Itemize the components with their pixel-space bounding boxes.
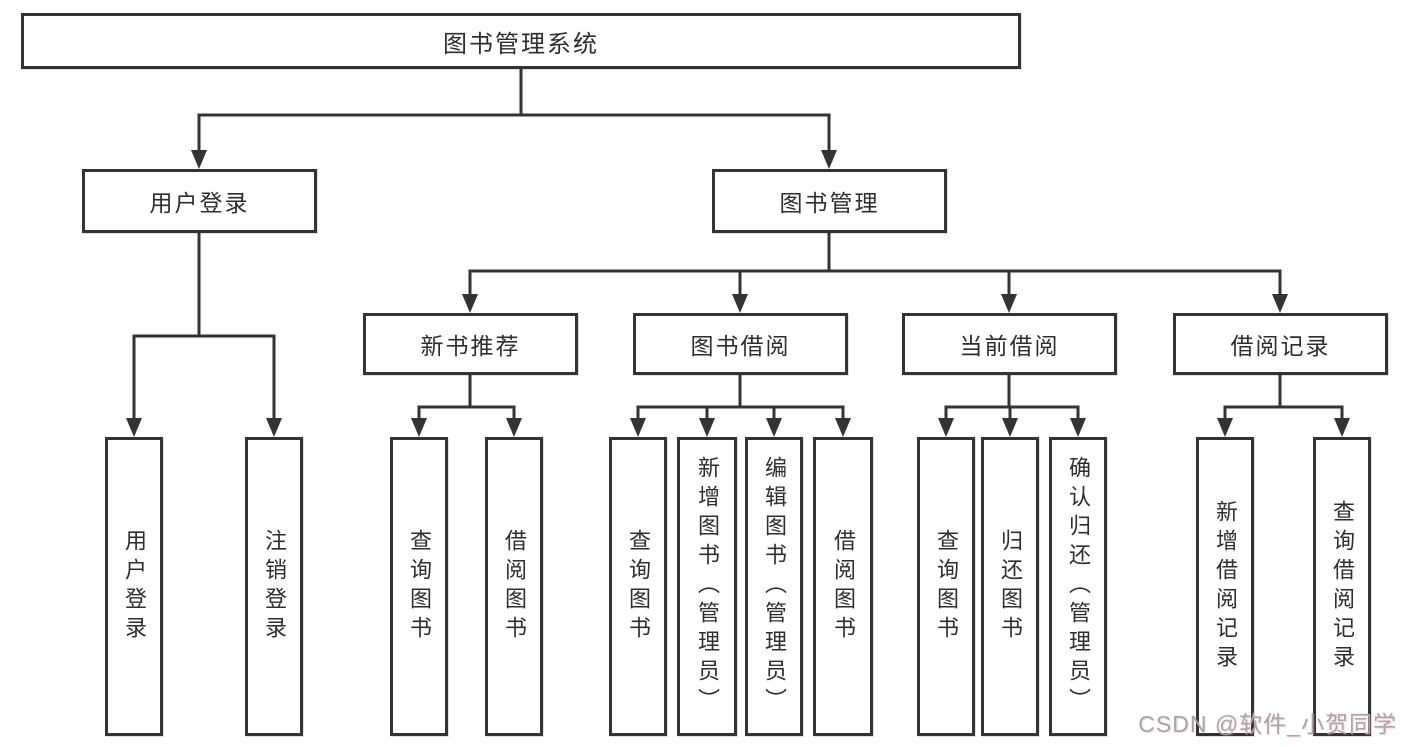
node-current-borrowing: 当前借阅 xyxy=(902,313,1117,375)
leaf-confirm-return-admin-label: 确认归还（管理员） xyxy=(1066,456,1091,717)
arrowhead xyxy=(411,418,427,437)
node-borrow-records: 借阅记录 xyxy=(1173,313,1388,375)
leaf-add-book-admin-label: 新增图书（管理员） xyxy=(695,456,720,717)
node-root: 图书管理系统 xyxy=(21,13,1021,69)
arrowhead xyxy=(506,418,522,437)
node-current-borrowing-label: 当前借阅 xyxy=(959,333,1060,359)
arrowheads xyxy=(126,150,1350,437)
node-book-borrowing-label: 图书借阅 xyxy=(690,333,791,359)
arrowhead xyxy=(766,418,782,437)
node-borrow-records-label: 借阅记录 xyxy=(1230,333,1331,359)
arrowhead xyxy=(699,418,715,437)
arrowhead xyxy=(835,418,851,437)
arrowhead xyxy=(1272,294,1288,313)
connector-paths xyxy=(132,67,1344,422)
leaf-query-books-borrowing: 查询图书 xyxy=(609,437,667,736)
leaf-return-books-label: 归还图书 xyxy=(998,528,1023,645)
leaf-query-borrow-record-label: 查询借阅记录 xyxy=(1330,499,1355,674)
arrowhead xyxy=(630,418,646,437)
node-user-login: 用户登录 xyxy=(82,169,317,233)
node-new-book-recommend: 新书推荐 xyxy=(363,313,578,375)
arrowhead xyxy=(1070,418,1086,437)
arrowhead xyxy=(938,418,954,437)
arrowhead xyxy=(126,418,142,437)
leaf-borrow-books-recommend-label: 借阅图书 xyxy=(502,528,527,645)
node-book-management-label: 图书管理 xyxy=(779,190,880,216)
node-user-login-label: 用户登录 xyxy=(149,190,250,216)
leaf-borrow-books-borrowing-label: 借阅图书 xyxy=(831,528,856,645)
leaf-borrow-books-recommend: 借阅图书 xyxy=(485,437,543,736)
arrowhead xyxy=(821,150,837,169)
node-new-book-recommend-label: 新书推荐 xyxy=(420,333,521,359)
arrowhead xyxy=(266,418,282,437)
node-book-management: 图书管理 xyxy=(712,169,947,233)
leaf-edit-book-admin: 编辑图书（管理员） xyxy=(745,437,803,736)
leaf-query-borrow-record: 查询借阅记录 xyxy=(1313,437,1371,736)
leaf-query-books-borrowing-label: 查询图书 xyxy=(626,528,651,645)
arrowhead xyxy=(191,150,207,169)
leaf-edit-book-admin-label: 编辑图书（管理员） xyxy=(762,456,787,717)
node-root-label: 图书管理系统 xyxy=(443,30,599,58)
arrowhead xyxy=(1217,418,1233,437)
leaf-return-books: 归还图书 xyxy=(981,437,1039,736)
leaf-add-borrow-record-label: 新增借阅记录 xyxy=(1213,499,1238,674)
arrowhead xyxy=(1334,418,1350,437)
leaf-confirm-return-admin: 确认归还（管理员） xyxy=(1049,437,1107,736)
leaf-add-borrow-record: 新增借阅记录 xyxy=(1196,437,1254,736)
arrowhead xyxy=(732,294,748,313)
arrowhead xyxy=(1002,418,1018,437)
leaf-user-login-label: 用户登录 xyxy=(122,528,147,645)
csdn-watermark: CSDN @软件_小贺同学 xyxy=(1138,711,1397,737)
leaf-query-books-current: 查询图书 xyxy=(917,437,975,736)
arrowhead xyxy=(1001,294,1017,313)
leaf-logout-label: 注销登录 xyxy=(262,528,287,645)
leaf-query-books-recommend: 查询图书 xyxy=(390,437,448,736)
leaf-query-books-current-label: 查询图书 xyxy=(934,528,959,645)
leaf-logout: 注销登录 xyxy=(245,437,303,736)
leaf-user-login: 用户登录 xyxy=(105,437,163,736)
leaf-query-books-recommend-label: 查询图书 xyxy=(407,528,432,645)
leaf-borrow-books-borrowing: 借阅图书 xyxy=(813,437,873,736)
leaf-add-book-admin: 新增图书（管理员） xyxy=(677,437,737,736)
node-book-borrowing: 图书借阅 xyxy=(633,313,848,375)
arrowhead xyxy=(462,294,478,313)
